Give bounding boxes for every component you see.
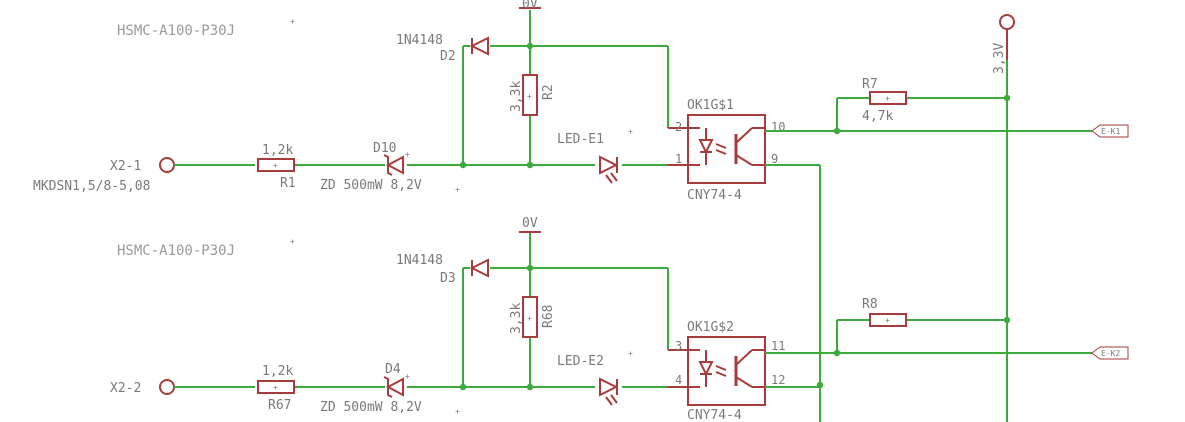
pulldown-value: 3,3k [509,81,524,112]
svg-text:+: + [885,94,890,103]
svg-text:+: + [405,372,410,381]
ground-label: 0V [522,216,538,231]
opto-ref: OK1G$2 [687,320,734,335]
resistor-r2 [522,74,538,116]
pulldown-ref: R68 [541,305,556,328]
pullup-ref: R8 [862,297,878,312]
diode-ref: D3 [440,271,456,286]
svg-text:+: + [527,92,532,101]
led-e2 [599,377,619,406]
pin-anode: 3 [675,339,682,353]
series-value: 1,2k [262,364,293,379]
pullup-value: 4,7k [862,109,893,124]
diode-d3 [469,258,489,278]
zener-value: ZD 500mW 8,2V [320,400,422,415]
header-label: HSMC-A100-P30J [117,243,235,259]
svg-text:+: + [455,185,460,194]
optocoupler-1 [668,114,766,184]
output-port-2[interactable]: E-K2 [1091,346,1129,360]
resistor-r8 [869,313,907,327]
svg-text:+: + [527,314,532,323]
pin-collector: 11 [771,339,785,353]
pullup-ref: R7 [862,77,878,92]
zener-value: ZD 500mW 8,2V [320,178,422,193]
series-ref: R1 [280,176,296,191]
led-e1 [599,155,619,184]
svg-text:E-K2: E-K2 [1101,349,1120,358]
connector-label: MKDSN1,5/8-5,08 [33,179,150,194]
supply-terminal [999,14,1015,30]
input-terminal[interactable] [159,379,175,395]
pin-emitter: 9 [771,152,778,166]
resistor-r7 [869,91,907,105]
opto-type: CNY74-4 [687,188,742,203]
pin-anode: 2 [675,120,682,134]
diode-ref: D2 [440,49,456,64]
zener-d10 [383,154,404,176]
zener-ref: D10 [373,141,396,156]
zener-ref: D4 [385,362,401,377]
svg-text:+: + [628,349,633,358]
led-label: LED-E1 [557,132,604,147]
svg-text:+: + [290,17,295,26]
series-ref: R67 [268,398,291,413]
diode-name: 1N4148 [396,33,443,48]
pulldown-ref: R2 [541,84,556,100]
diode-name: 1N4148 [396,253,443,268]
pin-cathode: 4 [675,373,682,387]
input-label: X2-1 [110,159,141,174]
opto-ref: OK1G$1 [687,98,734,113]
series-value: 1,2k [262,143,293,158]
channel-1: HSMC-A100-P30J + X2-1 MKDSN1,5/8-5,08 0V… [33,0,1129,203]
pin-cathode: 1 [675,152,682,166]
svg-text:E-K1: E-K1 [1101,127,1120,136]
channel-2: HSMC-A100-P30J + X2-2 0V 1N4148 D3 + 3,3… [110,216,1129,422]
resistor-r67 [257,380,295,394]
optocoupler-2 [668,336,766,406]
svg-text:+: + [628,127,633,136]
input-label: X2-2 [110,381,141,396]
svg-text:+: + [455,407,460,416]
led-label: LED-E2 [557,354,604,369]
pin-emitter: 12 [771,373,785,387]
zener-d4 [383,376,404,398]
input-terminal[interactable] [159,157,175,173]
diode-d2 [469,36,489,56]
supply-label: 3,3V [992,43,1007,74]
output-port-1[interactable]: E-K1 [1091,124,1129,138]
svg-text:+: + [290,237,295,246]
svg-text:+: + [885,316,890,325]
svg-text:+: + [273,161,278,170]
svg-text:+: + [405,150,410,159]
ground-label: 0V [522,0,538,12]
svg-text:+: + [273,383,278,392]
resistor-r1 [257,158,295,172]
opto-type: CNY74-4 [687,408,742,422]
resistor-r68 [522,296,538,338]
pulldown-value: 3,3k [509,303,524,334]
header-label: HSMC-A100-P30J [117,23,235,39]
